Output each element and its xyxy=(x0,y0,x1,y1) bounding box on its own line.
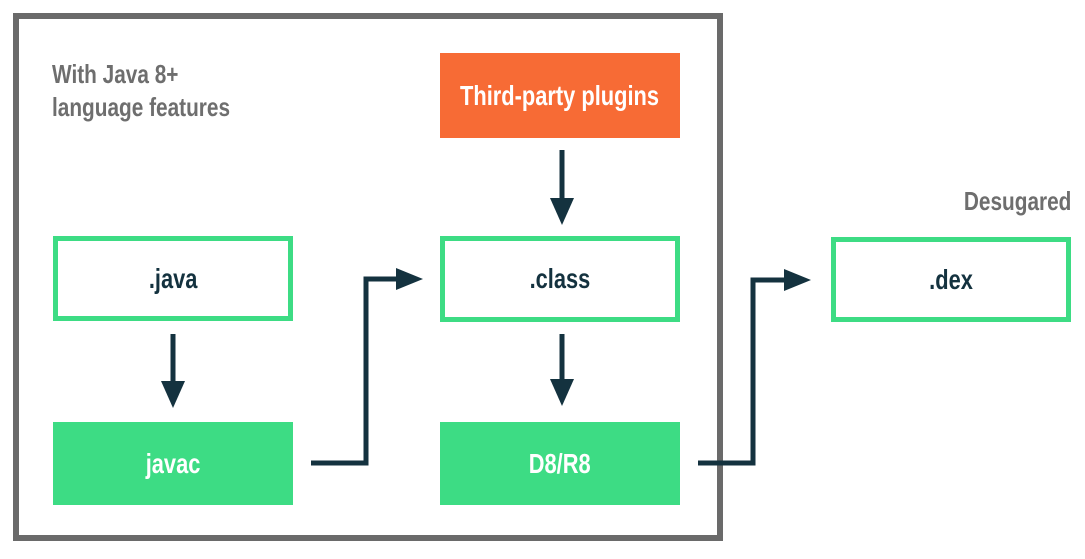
node-javac-compiler: javac xyxy=(53,422,293,505)
node-class-file-label: .class xyxy=(529,263,591,294)
desugared-label: Desugared xyxy=(963,186,1071,216)
node-third-party-plugins: Third-party plugins xyxy=(440,53,680,138)
node-third-party-plugins-label: Third-party plugins xyxy=(460,79,660,111)
node-java-file: .java xyxy=(53,236,293,321)
toolchain-boundary-box xyxy=(13,13,723,541)
node-d8r8-compiler: D8/R8 xyxy=(440,422,680,505)
node-dex-file-label: .dex xyxy=(929,263,973,295)
node-class-file: .class xyxy=(440,236,680,322)
node-dex-file: .dex xyxy=(831,237,1071,322)
java8-note-line1: With Java 8+ xyxy=(52,59,179,89)
node-java-file-label: .java xyxy=(148,262,198,294)
java8-note-line2: language features xyxy=(52,92,231,122)
node-d8r8-compiler-label: D8/R8 xyxy=(529,447,591,479)
java8-note: With Java 8+ language features xyxy=(52,58,230,124)
node-javac-compiler-label: javac xyxy=(145,447,201,479)
